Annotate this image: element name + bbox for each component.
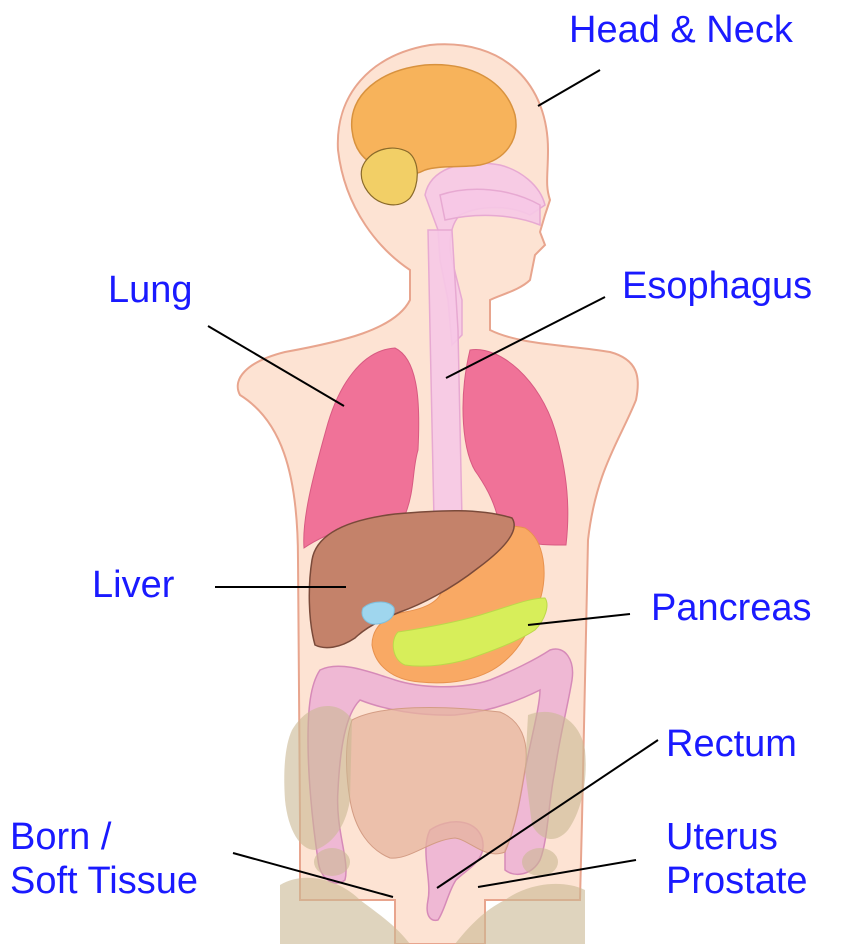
label-pancreas: Pancreas bbox=[651, 586, 812, 630]
hip-joint-left bbox=[314, 848, 350, 876]
label-rectum: Rectum bbox=[666, 722, 797, 766]
label-uterus-line1: Uterus bbox=[666, 815, 808, 859]
label-liver: Liver bbox=[92, 563, 174, 607]
hip-joint-right bbox=[522, 848, 558, 876]
label-uterus-prostate: Uterus Prostate bbox=[666, 815, 808, 903]
label-born-soft-tissue: Born / Soft Tissue bbox=[10, 815, 198, 903]
label-esophagus: Esophagus bbox=[622, 264, 812, 308]
label-head-neck: Head & Neck bbox=[569, 8, 793, 52]
label-born-line1: Born / bbox=[10, 815, 198, 859]
small-intestine bbox=[346, 707, 526, 858]
label-born-line2: Soft Tissue bbox=[10, 859, 198, 903]
head-neck-leader bbox=[538, 70, 600, 106]
label-lung: Lung bbox=[108, 268, 193, 312]
label-uterus-line2: Prostate bbox=[666, 859, 808, 903]
